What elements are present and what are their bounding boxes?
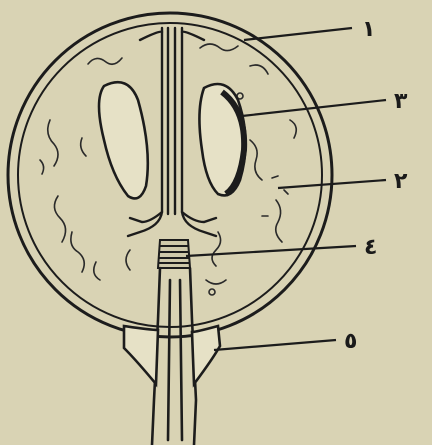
label-2: ٢ bbox=[394, 169, 408, 194]
label-3: ٣ bbox=[394, 89, 408, 114]
label-4: ٤ bbox=[364, 235, 377, 260]
label-1: ١ bbox=[362, 17, 375, 42]
neck-ring bbox=[158, 240, 190, 268]
label-5: ٥ bbox=[344, 329, 357, 354]
